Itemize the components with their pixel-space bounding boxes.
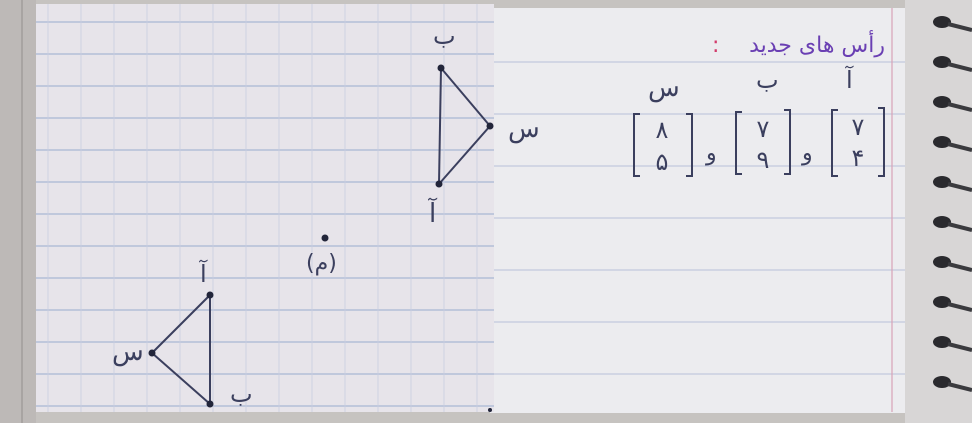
center-label: (م) [306,251,337,276]
spiral-binding-area [905,0,972,423]
column-label: آ [845,65,854,94]
separator: و [705,141,717,166]
vertex-label: آ [428,197,438,229]
spiral-wire [947,302,972,312]
separator: و [801,141,813,166]
spiral-wire [947,182,972,192]
column-label: ب [756,66,779,94]
vertex-point-a [206,291,214,299]
center-point [321,234,329,242]
left-edge [0,0,36,423]
spiral-wire [947,22,972,32]
vector-entry-bottom: ۴ [852,144,865,172]
heading-colon: : [712,33,719,58]
spiral-ring [933,376,951,388]
vector-brackets [633,107,885,177]
spiral-ring [933,56,951,68]
spiral-ring [933,216,951,228]
vertex-label: ب [433,22,456,50]
vertex-point-s [486,122,494,130]
ruled-lines [490,8,905,412]
grid-sheet [36,4,494,412]
vertex-label: آ [199,259,208,288]
vertex-point-s [148,349,156,357]
vertex-point-b [437,64,445,72]
vertex-label: س [112,337,144,367]
spiral-wire [947,342,972,352]
vertex-point-a [435,180,443,188]
column-label: س [648,73,680,103]
spiral-wire [947,382,972,392]
spiral-rings [933,16,972,392]
grid-lines [36,4,494,412]
vertex-label: ب [230,380,253,408]
spiral-wire [947,142,972,152]
stray-dot [488,408,492,412]
spiral-wire [947,102,972,112]
vector-entry-top: ۸ [656,116,669,144]
vector-entry-bottom: ۹ [757,146,770,174]
pre-image-triangle [438,67,491,185]
spiral-ring [933,16,951,28]
spiral-ring [933,96,951,108]
heading: رأس های جدید [749,30,885,58]
spiral-ring [933,296,951,308]
spiral-ring [933,176,951,188]
spiral-ring [933,256,951,268]
spiral-wire [947,262,972,272]
vector-entry-bottom: ۵ [656,148,669,176]
image-triangle [151,294,211,405]
spiral-ring [933,336,951,348]
vertex-point-b [206,400,214,408]
vector-entry-top: ۷ [757,115,770,143]
spiral-ring [933,136,951,148]
spiral-wire [947,222,972,232]
vector-entry-top: ۷ [852,113,865,141]
spiral-wire [947,62,972,72]
vertex-label: س [508,114,540,144]
lined-page [490,8,905,413]
